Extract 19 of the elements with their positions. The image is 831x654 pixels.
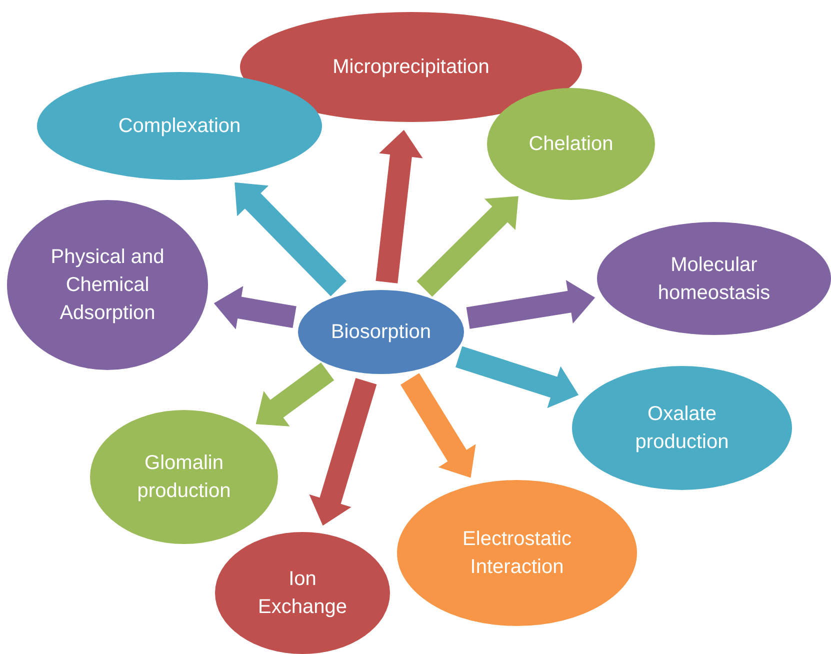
block-arrow <box>234 182 346 296</box>
node-label: Glomalin production <box>136 451 232 504</box>
block-arrow <box>400 373 476 478</box>
block-arrow <box>466 280 596 329</box>
node-label: Ion Exchange <box>257 567 348 620</box>
node-label: Physical and Chemical Adsorption <box>50 245 166 326</box>
node-label: Electrostatic Interaction <box>462 527 572 580</box>
node-label: Biosorption <box>330 320 432 345</box>
node-label: Molecular homeostasis <box>656 252 772 306</box>
block-arrow <box>456 346 579 408</box>
node-label: Complexation <box>118 114 241 139</box>
node-label: Microprecipitation <box>332 55 490 80</box>
node-label: Chelation <box>528 132 614 157</box>
block-arrow <box>416 196 518 297</box>
block-arrow <box>214 286 296 330</box>
block-arrow <box>376 130 423 284</box>
node-label: Oxalate production <box>634 402 730 455</box>
block-arrow <box>309 378 377 526</box>
block-arrow <box>256 362 334 426</box>
